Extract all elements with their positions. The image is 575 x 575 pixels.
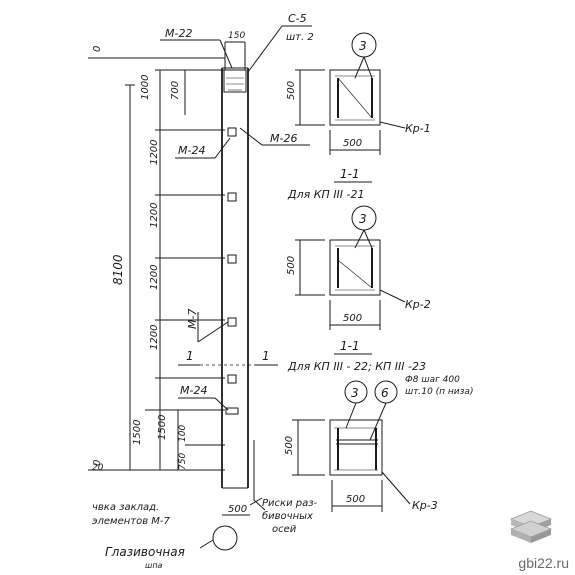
dim-1200-c: 1200	[149, 265, 160, 290]
callout-sht2: шт. 2	[286, 32, 314, 43]
embed-note-line2: элементов М-7	[92, 516, 171, 527]
axes-note-line1: Риски раз-	[262, 498, 318, 509]
mounting-loop-label: Глазивочная	[105, 545, 185, 559]
section3-circle2: 6	[381, 386, 389, 400]
section-kp-22-23: 3 500 500 Кр-2 1-1 Для КП III - 22; КП I…	[286, 205, 431, 373]
section1-width: 500	[343, 138, 362, 149]
dim-750: 750	[178, 453, 188, 470]
section-mark-left: 1	[186, 349, 194, 363]
dim-1500-inner: 1500	[157, 415, 168, 440]
section1-height: 500	[286, 81, 297, 100]
callout-m24-bottom: M-24	[180, 384, 207, 397]
section-mark-right: 1	[262, 349, 270, 363]
section1-caption: 1-1	[340, 167, 360, 181]
dim-150: 150	[228, 31, 245, 41]
mounting-loop-sub: шпа	[145, 561, 163, 570]
section3-rebar-label: Кр-3	[412, 499, 438, 512]
section2-rebar-label: Кр-2	[405, 298, 431, 311]
watermark-text: gbi22.ru	[518, 555, 569, 571]
section2-caption: 1-1	[340, 339, 360, 353]
insert-m24-top	[227, 127, 237, 137]
stacked-slabs-icon	[509, 510, 553, 543]
bottom-level-label: 0	[92, 460, 103, 466]
zero-level-label: 0	[92, 46, 103, 52]
total-height-label: 8100	[111, 254, 125, 285]
insert-m7	[227, 317, 237, 327]
dim-1200-d: 1200	[149, 325, 160, 350]
section-kp-21: 3 500 500 Кр-1 1-1 Для КП III -21	[286, 32, 431, 201]
section2-height: 500	[286, 256, 297, 275]
callout-m22: M-22	[165, 27, 192, 40]
dim-100: 100	[178, 425, 188, 442]
section2-width: 500	[343, 313, 362, 324]
insert-m24-bottom	[225, 407, 239, 415]
section3-circle: 3	[351, 386, 359, 400]
section3-height: 500	[284, 436, 295, 455]
axes-note-line3: осей	[272, 524, 297, 535]
column-elevation: 0 0 8100 1000 700 1200 1200 1200 1200 15…	[88, 12, 318, 570]
insert-plate	[227, 374, 237, 384]
axes-note-line2: бивочных	[262, 510, 313, 522]
section-kr3: 3 6 Ф8 шаг 400 шт.10 (п низа) 500 500 Кр…	[284, 375, 473, 512]
section1-rebar-label: Кр-1	[405, 122, 431, 135]
insert-plate	[227, 254, 237, 264]
dim-500-bottom: 500	[228, 504, 247, 515]
embed-note-line1: чвка заклад.	[92, 502, 159, 513]
section3-width: 500	[346, 494, 365, 505]
dim-700: 700	[170, 81, 181, 100]
mounting-loop-circle-icon	[212, 525, 238, 551]
callout-m24-top: M-24	[178, 144, 205, 157]
section2-subcaption: Для КП III - 22; КП III -23	[287, 360, 426, 373]
dim-20: 20	[92, 463, 104, 473]
section2-circle: 3	[359, 212, 367, 226]
callout-m26: M-26	[270, 132, 297, 145]
callout-m7: M-7	[186, 309, 199, 329]
dim-1500-left: 1500	[132, 420, 143, 445]
section3-note-line2: шт.10 (п низа)	[405, 387, 473, 397]
dim-1200-a: 1200	[149, 140, 160, 165]
section1-circle: 3	[359, 39, 367, 53]
insert-plate	[227, 192, 237, 202]
callout-c5: C-5	[288, 12, 307, 25]
dim-1200-b: 1200	[149, 203, 160, 228]
section1-subcaption: Для КП III -21	[287, 188, 365, 201]
dim-1000: 1000	[140, 75, 151, 100]
section3-note-line1: Ф8 шаг 400	[405, 375, 460, 385]
